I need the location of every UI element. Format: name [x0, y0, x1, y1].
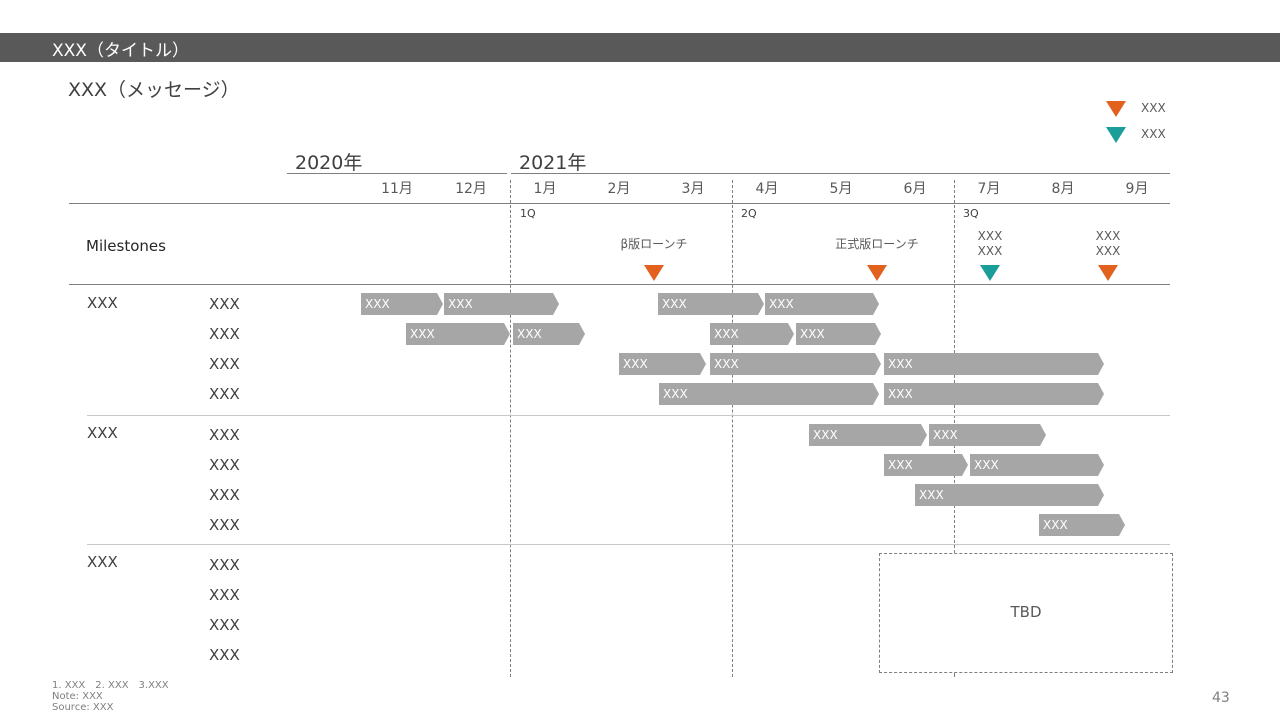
tbd-label: TBD: [1010, 603, 1042, 621]
row-label: XXX: [209, 295, 240, 313]
footnote-source: Source: XXX: [52, 702, 114, 713]
footnote-note: Note: XXX: [52, 691, 103, 702]
gantt-bar: XXX: [658, 293, 764, 315]
gantt-bar: XXX: [796, 323, 881, 345]
gantt-bar: XXX: [884, 353, 1104, 375]
gantt-bar: XXX: [1039, 514, 1125, 536]
month-label: 4月: [755, 181, 779, 197]
gantt-bar: XXX: [915, 484, 1104, 506]
row-label: XXX: [209, 616, 240, 634]
gantt-bar: XXX: [929, 424, 1046, 446]
row-label: XXX: [209, 426, 240, 444]
row-label: XXX: [209, 556, 240, 574]
page-number: 43: [1212, 690, 1230, 706]
month-label: 3月: [681, 181, 705, 197]
group-label: XXX: [87, 553, 118, 571]
milestone-label: 正式版ローンチ: [835, 237, 919, 251]
tbd-box: TBD: [879, 553, 1173, 673]
slide-title: XXX（タイトル）: [52, 41, 189, 61]
milestone-label: XXX XXX: [1095, 229, 1121, 258]
quarter-label-1q: 1Q: [520, 207, 536, 220]
month-label: 12月: [455, 181, 487, 197]
row-label: XXX: [209, 325, 240, 343]
year-underline-2020: [287, 173, 507, 174]
month-label: 7月: [977, 181, 1001, 197]
title-bar: XXX（タイトル）: [0, 33, 1280, 62]
month-label: 6月: [903, 181, 927, 197]
year-2020: 2020年: [295, 152, 363, 174]
row-label: XXX: [209, 586, 240, 604]
row-label: XXX: [209, 355, 240, 373]
milestone-marker-icon: [644, 265, 664, 281]
row-label: XXX: [209, 385, 240, 403]
legend-orange-marker-icon: [1106, 101, 1126, 117]
gantt-bar: XXX: [809, 424, 927, 446]
gantt-bar: XXX: [710, 323, 794, 345]
gantt-bar: XXX: [513, 323, 585, 345]
quarter-line-1q: [510, 180, 511, 677]
gantt-bar: XXX: [884, 454, 968, 476]
year-underline-2021: [511, 173, 1170, 174]
gantt-bar: XXX: [765, 293, 879, 315]
gantt-bar: XXX: [619, 353, 706, 375]
milestone-divider: [69, 284, 1170, 285]
gantt-bar: XXX: [406, 323, 510, 345]
group-divider-2: [87, 544, 1170, 545]
month-label: 8月: [1051, 181, 1075, 197]
footnotes: 1. XXX 2. XXX 3.XXX Note: XXX Source: XX…: [52, 680, 169, 713]
group-label: XXX: [87, 424, 118, 442]
milestone-label: β版ローンチ: [620, 237, 688, 251]
footnote-refs: 1. XXX 2. XXX 3.XXX: [52, 680, 169, 691]
month-label: 11月: [381, 181, 413, 197]
group-label: XXX: [87, 294, 118, 312]
milestone-marker-icon: [867, 265, 887, 281]
group-divider-1: [87, 415, 1170, 416]
gantt-bar: XXX: [659, 383, 879, 405]
legend-label-1: XXX: [1141, 101, 1166, 115]
quarter-line-2q: [732, 180, 733, 677]
milestones-heading: Milestones: [86, 237, 166, 255]
quarter-label-3q: 3Q: [963, 207, 979, 220]
gantt-bar: XXX: [361, 293, 443, 315]
row-label: XXX: [209, 516, 240, 534]
quarter-line-3q-tail: [954, 673, 955, 677]
month-label: 1月: [533, 181, 557, 197]
legend-label-2: XXX: [1141, 127, 1166, 141]
legend-teal-marker-icon: [1106, 127, 1126, 143]
gantt-bar: XXX: [710, 353, 881, 375]
month-label: 5月: [829, 181, 853, 197]
milestone-label: XXX XXX: [977, 229, 1003, 258]
row-label: XXX: [209, 646, 240, 664]
gantt-bar: XXX: [884, 383, 1104, 405]
row-label: XXX: [209, 456, 240, 474]
year-2021: 2021年: [519, 152, 587, 174]
header-divider: [69, 203, 1170, 204]
gantt-bar: XXX: [444, 293, 559, 315]
quarter-label-2q: 2Q: [741, 207, 757, 220]
milestone-marker-icon: [1098, 265, 1118, 281]
milestone-marker-icon: [980, 265, 1000, 281]
month-label: 9月: [1125, 181, 1149, 197]
month-label: 2月: [607, 181, 631, 197]
gantt-bar: XXX: [970, 454, 1104, 476]
slide-message: XXX（メッセージ）: [68, 79, 240, 101]
row-label: XXX: [209, 486, 240, 504]
